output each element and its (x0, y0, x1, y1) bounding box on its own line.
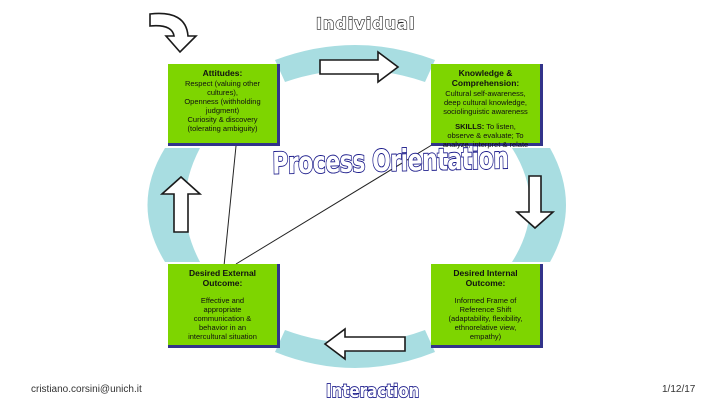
skills-line: SKILLS: To listen, (435, 122, 536, 131)
arrow-down-icon (514, 175, 556, 230)
external-title: Desired External Outcome: (172, 268, 273, 288)
skills-line-text: To listen, (486, 122, 516, 131)
internal-title: Desired Internal Outcome: (435, 268, 536, 288)
internal-line: ethnorelative view, (454, 323, 517, 332)
connector-knowledge-external (235, 139, 441, 265)
knowledge-title: Knowledge & Comprehension: (435, 68, 536, 88)
internal-line: empathy) (469, 332, 502, 341)
attitudes-line: Openness (withholding (184, 97, 261, 106)
label-individual: Individual (315, 13, 416, 33)
arrow-right-icon (319, 50, 400, 84)
skills-block: SKILLS: To listen, observe & evaluate; T… (435, 122, 536, 149)
internal-line: Reference Shift (459, 305, 512, 314)
label-process-orientation: Process Orientation (271, 142, 509, 183)
box-attitudes: Attitudes: Respect (valuing other cultur… (168, 64, 280, 146)
arrow-left-icon (323, 327, 406, 361)
knowledge-line: sociolinguistic awareness (443, 107, 528, 116)
footer-page-number: 1/12/17 (662, 384, 696, 395)
skills-title: SKILLS: (455, 122, 485, 131)
external-line: behavior in an (198, 323, 247, 332)
internal-title-line: Desired Internal (453, 268, 518, 278)
attitudes-line: judgment) (205, 106, 240, 115)
footer-email: cristiano.corsini@unich.it (31, 384, 142, 395)
external-title-line: Desired External (188, 268, 257, 278)
attitudes-title: Attitudes: (202, 68, 243, 78)
label-interaction: Interaction (325, 379, 420, 402)
attitudes-body: Respect (valuing other cultures), Openne… (172, 79, 273, 133)
knowledge-title-line: Knowledge & (458, 68, 513, 78)
attitudes-line: cultures), (207, 88, 238, 97)
external-line: Effective and (200, 296, 245, 305)
arrow-up-icon (159, 175, 203, 233)
internal-body: Informed Frame of Reference Shift (adapt… (435, 296, 536, 341)
knowledge-line: Cultural self-awareness, (445, 89, 526, 98)
attitudes-line: Respect (valuing other (184, 79, 261, 88)
external-line: communication & (193, 314, 252, 323)
internal-line: (adaptability, flexibility, (448, 314, 523, 323)
skills-line: analyze, interpret & relate (442, 140, 529, 149)
knowledge-body: Cultural self-awareness, deep cultural k… (435, 89, 536, 116)
attitudes-line: (tolerating ambiguity) (187, 124, 258, 133)
knowledge-title-line: Comprehension: (451, 78, 520, 88)
internal-title-line: Outcome: (465, 278, 506, 288)
connector-attitudes-external (223, 145, 237, 267)
attitudes-line: Curiosity & discovery (187, 115, 258, 124)
box-desired-internal-outcome: Desired Internal Outcome: Informed Frame… (431, 264, 543, 348)
external-line: intercultural situation (188, 332, 257, 341)
knowledge-line: deep cultural knowledge, (444, 98, 527, 107)
external-body: Effective and appropriate communication … (172, 296, 273, 341)
internal-line: Informed Frame of (454, 296, 517, 305)
box-knowledge: Knowledge & Comprehension: Cultural self… (431, 64, 543, 149)
external-title-line: Outcome: (202, 278, 243, 288)
skills-line: observe & evaluate; To (447, 131, 524, 140)
curved-arrow-down-icon (149, 12, 198, 54)
box-desired-external-outcome: Desired External Outcome: Effective and … (168, 264, 280, 348)
external-line: appropriate (203, 305, 242, 314)
